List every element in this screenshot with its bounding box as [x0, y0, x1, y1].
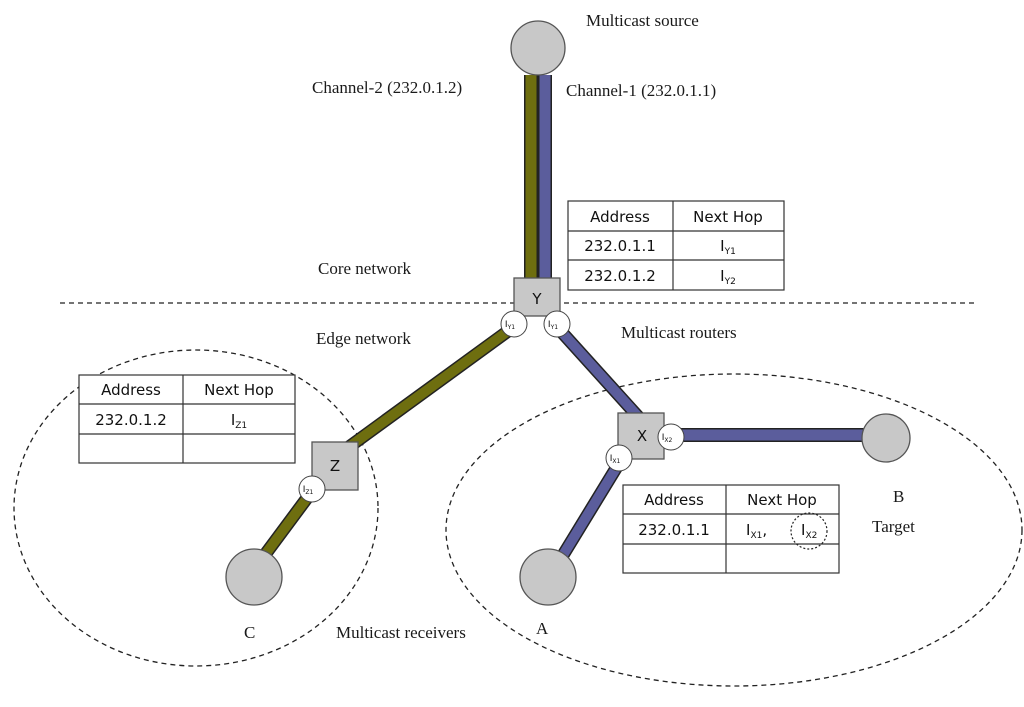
- core-table-row1-address: 232.0.1.1: [584, 237, 656, 255]
- core-table-row2-nexthop: IY2: [720, 267, 736, 287]
- channel-links: [255, 75, 870, 564]
- y-to-x-link: [553, 323, 648, 427]
- right-table-row1-nexthop-1: IX1,: [746, 521, 767, 541]
- receiver-b-node: [861, 413, 911, 463]
- receiver-a-node: [519, 548, 577, 606]
- svg-text:IX2: IX2: [662, 433, 673, 444]
- multicast-source-node: [510, 20, 566, 76]
- channel-2-label: Channel-2 (232.0.1.2): [312, 78, 462, 97]
- router-y-label: Y: [531, 290, 542, 308]
- left-forwarding-table: Address Next Hop 232.0.1.2 IZ1: [78, 374, 296, 464]
- core-table-row1-nexthop: IY1: [720, 237, 736, 257]
- interface-x-right: IX2: [657, 423, 685, 451]
- right-table-header-nexthop: Next Hop: [747, 491, 817, 509]
- svg-text:IY1: IY1: [505, 320, 515, 331]
- left-table-row1-nexthop: IZ1: [231, 411, 247, 431]
- router-x-label: X: [637, 427, 647, 445]
- core-table-header-address: Address: [590, 208, 650, 226]
- right-edge-domain: [445, 373, 1023, 687]
- right-table-header-address: Address: [644, 491, 704, 509]
- core-table-row2-address: 232.0.1.2: [584, 267, 656, 285]
- interface-x-bottom: IX1: [605, 444, 633, 472]
- svg-text:IZ1: IZ1: [303, 485, 314, 496]
- multicast-routers-label: Multicast routers: [621, 323, 737, 342]
- left-edge-domain: [13, 349, 379, 667]
- x-to-a-link: [554, 461, 624, 564]
- interface-y-right: IY1: [543, 310, 571, 338]
- router-z-label: Z: [330, 457, 340, 475]
- core-table-header-nexthop: Next Hop: [693, 208, 763, 226]
- interface-y-left: IY1: [500, 310, 528, 338]
- target-hop-highlight: [790, 512, 828, 550]
- core-forwarding-table: Address Next Hop 232.0.1.1 IY1 232.0.1.2…: [567, 200, 785, 291]
- channel-1-label: Channel-1 (232.0.1.1): [566, 81, 716, 100]
- receiver-b-label: B: [893, 487, 904, 506]
- router-y: Y: [513, 277, 561, 317]
- receiver-c-label: C: [244, 623, 255, 642]
- right-table-row1-address: 232.0.1.1: [638, 521, 710, 539]
- core-network-label: Core network: [318, 259, 412, 278]
- multicast-receivers-label: Multicast receivers: [336, 623, 466, 642]
- interface-z-bottom: IZ1: [298, 475, 326, 503]
- multicast-source-label: Multicast source: [586, 11, 699, 30]
- edge-network-label: Edge network: [316, 329, 411, 348]
- z-to-c-link: [255, 486, 319, 564]
- y-to-z-link: [338, 320, 519, 458]
- left-table-header-nexthop: Next Hop: [204, 381, 274, 399]
- right-table-row1-nexthop-2: IX2: [801, 521, 817, 541]
- left-table-header-address: Address: [101, 381, 161, 399]
- left-table-row1-address: 232.0.1.2: [95, 411, 167, 429]
- receiver-c-node: [225, 548, 283, 606]
- svg-text:IX1: IX1: [610, 454, 621, 465]
- svg-text:IY1: IY1: [548, 320, 558, 331]
- target-label: Target: [872, 517, 915, 536]
- right-forwarding-table: Address Next Hop 232.0.1.1 IX1, IX2: [622, 484, 840, 574]
- receiver-a-label: A: [536, 619, 549, 638]
